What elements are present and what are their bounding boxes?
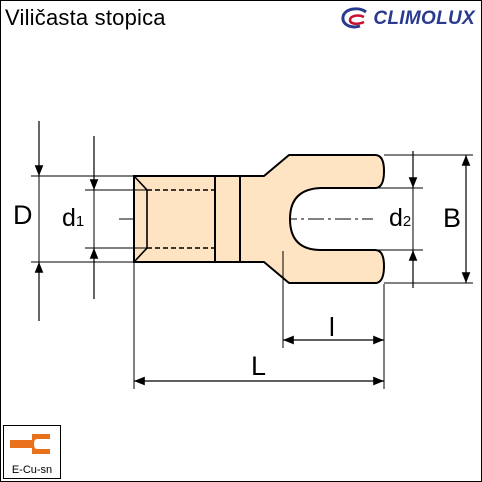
- barrel: [133, 175, 241, 263]
- label-l: l: [329, 312, 335, 342]
- label-d2-sub: 2: [402, 213, 412, 230]
- label-d1-main: d: [62, 204, 76, 232]
- brand-logo: CLIMOLUX: [340, 5, 475, 33]
- label-B: B: [443, 203, 462, 233]
- label-d2-main: d: [389, 204, 403, 232]
- climolux-swirl-icon: [341, 7, 368, 29]
- material-label: E-Cu-sn: [11, 464, 53, 476]
- fork-body: [239, 154, 385, 284]
- brand-name: CLIMOLUX: [373, 8, 475, 29]
- copper-terminal-icon: [10, 434, 50, 454]
- label-d2: d2: [389, 204, 411, 233]
- barrel-chamfer: [133, 175, 148, 263]
- label-d1: d1: [62, 204, 84, 233]
- label-D: D: [13, 200, 33, 230]
- label-L: L: [251, 351, 267, 381]
- material-badge: E-Cu-sn: [3, 425, 61, 479]
- page-title: Viličasta stopica: [5, 5, 166, 30]
- label-d1-sub: 1: [75, 213, 85, 230]
